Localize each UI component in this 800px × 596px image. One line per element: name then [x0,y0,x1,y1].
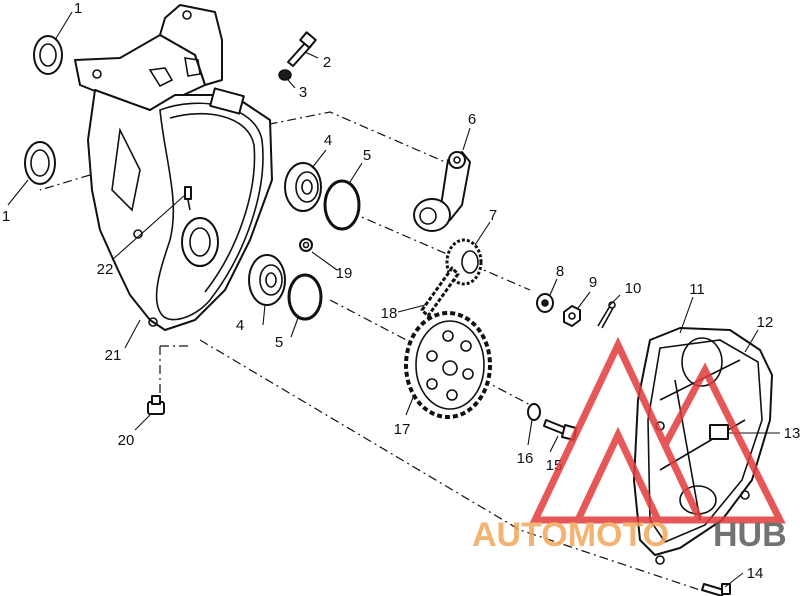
oil-seal-top [33,35,63,75]
bearing-lower [248,254,286,306]
callout-8: 8 [556,263,564,280]
callout-20: 20 [118,432,135,449]
automotohub-watermark: AUTOMOTO HUB [472,336,787,554]
tensioner-arm [413,151,471,232]
callout-3: 3 [299,84,307,101]
watermark-text-hub: HUB [713,516,787,554]
washer-8 [536,293,554,313]
lower-sprocket [404,311,492,419]
callout-5-upper: 5 [363,147,371,164]
callout-labels: 1 1 2 3 4 4 5 5 6 7 8 9 10 11 12 13 14 1… [2,0,800,582]
cotter-pin-10 [597,301,616,329]
callout-1-bottom: 1 [2,208,10,225]
callout-1-top: 1 [74,0,82,17]
callout-4-lower: 4 [236,317,244,334]
callout-5-lower: 5 [275,334,283,351]
callout-4-upper: 4 [324,132,332,149]
bolt-2 [287,31,317,67]
callout-19: 19 [336,265,353,282]
callout-2: 2 [323,54,331,71]
callout-21: 21 [105,347,122,364]
callout-6: 6 [468,111,476,128]
leader-lines [7,11,780,588]
callout-16: 16 [517,450,534,467]
screw-14 [701,583,731,596]
watermark-text-automoto: AUTOMOTO [472,516,669,554]
bearing-upper [284,162,322,212]
washer-16 [527,403,541,421]
triangle-logo-icon [529,336,786,524]
callout-9: 9 [589,274,597,291]
drive-chain [420,266,460,318]
drain-plug-20 [147,395,165,415]
callout-14: 14 [747,565,764,582]
callout-10: 10 [625,280,642,297]
callout-22: 22 [97,261,114,278]
snap-ring-lower [287,273,323,321]
callout-7: 7 [489,207,497,224]
callout-17: 17 [394,421,411,438]
plug-19 [299,238,313,252]
callout-18: 18 [381,305,398,322]
nut-9 [563,305,581,327]
oil-seal-bottom [24,141,56,185]
washer-3 [278,69,292,81]
snap-ring-upper [323,179,361,231]
callout-11: 11 [689,281,705,298]
callout-13: 13 [784,425,800,442]
callout-12: 12 [757,314,774,331]
dowel-22 [184,186,192,200]
chaincase-housing [74,4,273,331]
